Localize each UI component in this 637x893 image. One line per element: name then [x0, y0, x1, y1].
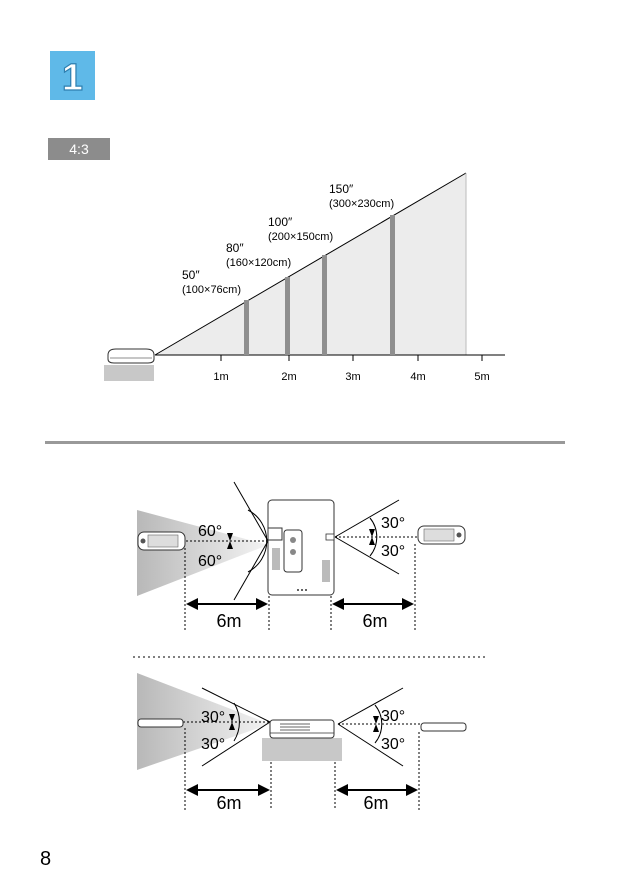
size-80-dims: (160×120cm) [226, 257, 291, 269]
projector-top-view-icon [267, 499, 335, 596]
screen-bar-50 [244, 300, 249, 355]
size-80-diag: 80″ [226, 241, 244, 255]
top-front-distance: 6m [216, 611, 241, 631]
top-front-angle-down: 60° [198, 553, 222, 570]
tick-3m: 3m [345, 371, 360, 383]
tick-4m: 4m [410, 371, 425, 383]
size-100-dims: (200×150cm) [268, 231, 333, 243]
top-rear-angle-up: 30° [381, 515, 405, 532]
size-150-dims: (300×230cm) [329, 198, 394, 210]
remote-side-right-icon [420, 722, 467, 732]
aspect-ratio-label: 4:3 [48, 138, 110, 160]
size-50-diag: 50″ [182, 268, 200, 282]
screen-bar-80 [285, 277, 290, 355]
remote-side-left-icon [137, 718, 184, 728]
remote-control-left-icon [137, 531, 186, 551]
size-100-diag: 100″ [268, 215, 293, 229]
side-rear-angle-up: 30° [381, 708, 405, 725]
side-front-distance: 6m [216, 793, 241, 813]
top-rear-angle-down: 30° [381, 543, 405, 560]
screen-bar-150 [390, 215, 395, 355]
tick-2m: 2m [281, 371, 296, 383]
side-front-angle-down: 30° [201, 736, 225, 753]
remote-control-right-icon [417, 525, 466, 545]
size-150-diag: 150″ [329, 182, 354, 196]
step-number: 1 [62, 57, 83, 99]
remote-range-top-view: 60° 60° 30° 30° [137, 481, 466, 631]
projector-side-stand [262, 738, 342, 761]
projector-stand [104, 365, 154, 381]
side-front-angle-up: 30° [201, 709, 225, 726]
screen-bar-100 [322, 255, 327, 355]
page-number: 8 [40, 848, 52, 870]
top-front-angle-up: 60° [198, 523, 222, 540]
projector-icon [107, 348, 155, 364]
section-divider [45, 441, 565, 444]
projection-distance-diagram: 1m 2m 3m 4m 5m 50″ (100×76cm) 80″ (160×1… [104, 172, 505, 383]
tick-5m: 5m [474, 371, 489, 383]
side-rear-distance: 6m [363, 793, 388, 813]
top-rear-distance: 6m [362, 611, 387, 631]
size-50-dims: (100×76cm) [182, 284, 241, 296]
tick-1m: 1m [213, 371, 228, 383]
side-rear-angle-down: 30° [381, 736, 405, 753]
projector-side-view-icon [269, 719, 335, 739]
step-number-graphic: 1 [61, 56, 83, 99]
step-badge: 1 [50, 51, 95, 100]
remote-range-side-view: 30° 30° 30° 30° 6m 6 [137, 673, 467, 813]
